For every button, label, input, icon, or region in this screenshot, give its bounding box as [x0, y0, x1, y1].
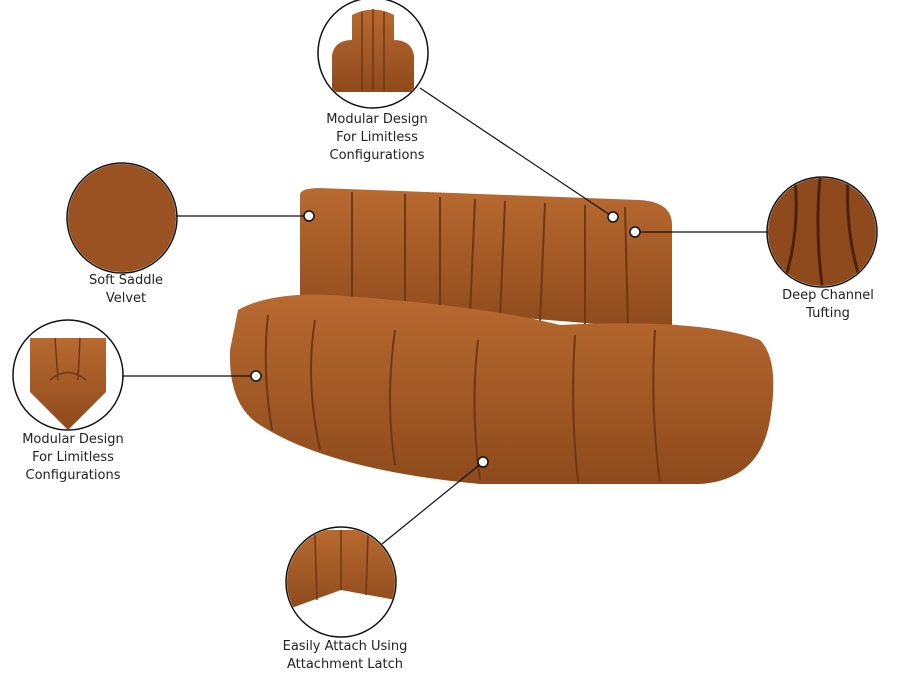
callout-label-modular-top: Modular Design For Limitless Configurati…	[297, 111, 457, 165]
callout-lines	[122, 87, 768, 545]
callout-label-velvet: Soft Saddle Velvet	[46, 272, 206, 308]
detail-circle-latch	[285, 526, 397, 638]
label-line: Modular Design	[326, 112, 428, 127]
sofa-back	[300, 188, 672, 330]
detail-circle-modular-top	[317, 0, 429, 109]
label-line: Tufting	[806, 306, 850, 321]
label-line: Soft Saddle	[88, 273, 164, 288]
sofa-seat	[229, 294, 774, 484]
detail-circle-velvet	[66, 162, 178, 274]
label-line: Deep Channel	[782, 288, 874, 303]
label-line: For Limitless	[336, 130, 418, 145]
detail-circle-modular-left	[12, 319, 124, 431]
label-line: Configurations	[329, 148, 425, 163]
callout-label-tufting: Deep Channel Tufting	[748, 287, 900, 323]
label-line: Attachment Latch	[286, 657, 404, 672]
label-line: Modular Design	[22, 432, 124, 447]
callout-label-latch: Easily Attach Using Attachment Latch	[265, 638, 425, 674]
label-line: Configurations	[25, 468, 121, 483]
callout-label-modular-left: Modular Design For Limitless Configurati…	[0, 431, 153, 485]
detail-circle-tufting	[766, 176, 878, 288]
label-line: Easily Attach Using	[282, 639, 408, 654]
label-line: For Limitless	[32, 450, 114, 465]
callout-dots	[250, 210, 641, 468]
label-line: Velvet	[105, 291, 147, 306]
